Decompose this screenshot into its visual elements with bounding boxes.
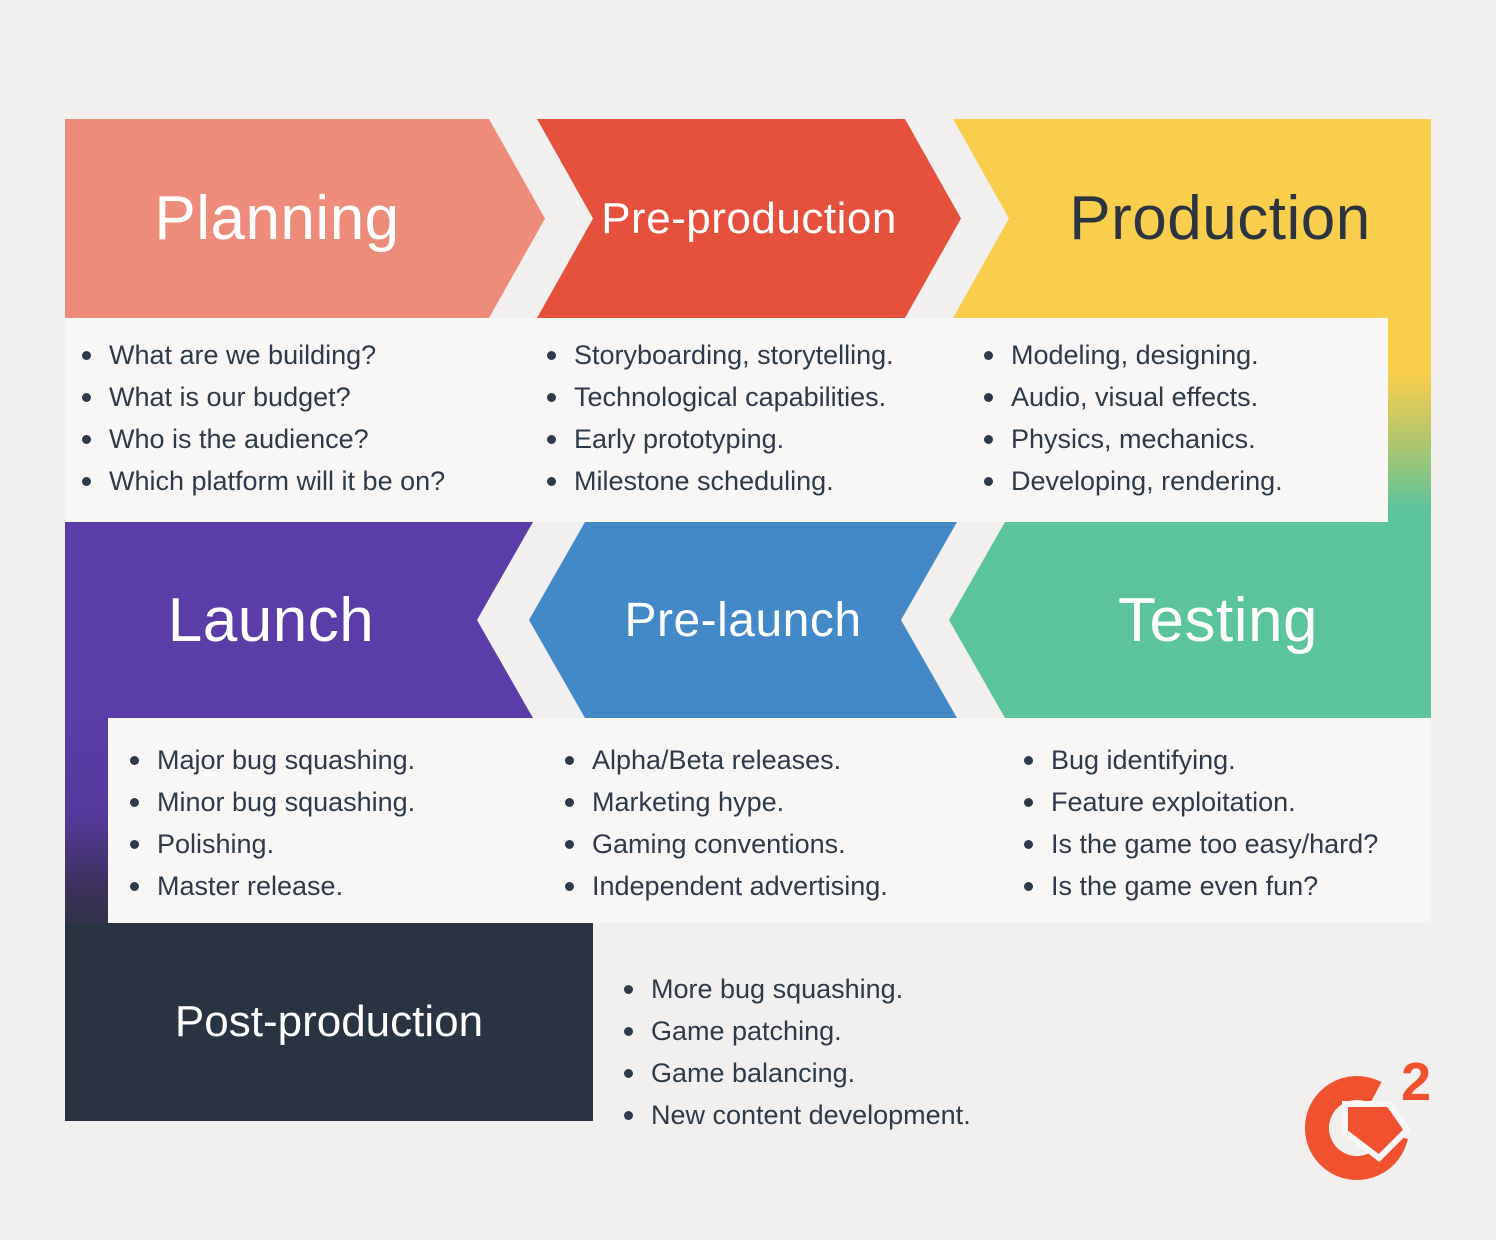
pre-launch-bullet-list: Alpha/Beta releases. Marketing hype. Gam… [563, 739, 888, 907]
pre-production-bullet-list: Storyboarding, storytelling. Technologic… [545, 334, 894, 502]
bullet-item: Independent advertising. [563, 865, 888, 907]
bullet-item: Game balancing. [622, 1052, 971, 1094]
row2-bullet-panel [107, 718, 1431, 923]
stage-title-planning: Planning [154, 184, 400, 253]
bullet-item: Game patching. [622, 1010, 971, 1052]
launch-bullet-list: Major bug squashing. Minor bug squashing… [128, 739, 415, 907]
stage-arrow-pre-launch: Pre-launch [529, 522, 957, 718]
bullet-item: Minor bug squashing. [128, 781, 415, 823]
bullet-item: What is our budget? [80, 376, 445, 418]
production-bullet-list: Modeling, designing. Audio, visual effec… [982, 334, 1283, 502]
bullet-item: Audio, visual effects. [982, 376, 1283, 418]
bullet-item: Master release. [128, 865, 415, 907]
stage-block-post-production: Post-production [65, 923, 593, 1121]
stage-arrow-production: Production [953, 119, 1431, 318]
connector-launch-to-postproduction [65, 714, 108, 954]
stage-title-pre-production: Pre-production [601, 193, 897, 243]
bullet-item: Modeling, designing. [982, 334, 1283, 376]
post-production-bullet-list: More bug squashing. Game patching. Game … [622, 968, 971, 1136]
bullet-item: Major bug squashing. [128, 739, 415, 781]
g2-logo: 2 [1295, 1050, 1445, 1200]
bullet-item: Is the game too easy/hard? [1022, 823, 1378, 865]
bullet-item: Early prototyping. [545, 418, 894, 460]
planning-bullet-list: What are we building? What is our budget… [80, 334, 445, 502]
bullet-item: Storyboarding, storytelling. [545, 334, 894, 376]
stage-title-production: Production [1069, 184, 1371, 253]
g2-logo-superscript: 2 [1401, 1052, 1431, 1112]
stage-arrow-launch: Launch [65, 522, 533, 718]
row1-bullet-panel [65, 318, 1388, 522]
stage-arrow-testing: Testing [949, 522, 1431, 718]
bullet-item: Physics, mechanics. [982, 418, 1283, 460]
stage-title-testing: Testing [1118, 585, 1318, 655]
bullet-item: Technological capabilities. [545, 376, 894, 418]
bullet-item: Feature exploitation. [1022, 781, 1378, 823]
bullet-item: Bug identifying. [1022, 739, 1378, 781]
bullet-item: Which platform will it be on? [80, 460, 445, 502]
bullet-item: Marketing hype. [563, 781, 888, 823]
bullet-item: Gaming conventions. [563, 823, 888, 865]
g2-logo-icon: 2 [1305, 1052, 1431, 1180]
connector-production-to-testing [1388, 314, 1431, 526]
stage-arrow-planning: Planning [65, 119, 545, 318]
bullet-item: Milestone scheduling. [545, 460, 894, 502]
stage-arrow-pre-production: Pre-production [537, 119, 961, 318]
stage-title-post-production: Post-production [174, 997, 484, 1046]
testing-bullet-list: Bug identifying. Feature exploitation. I… [1022, 739, 1378, 907]
stage-title-pre-launch: Pre-launch [624, 593, 862, 647]
bullet-item: More bug squashing. [622, 968, 971, 1010]
bullet-item: What are we building? [80, 334, 445, 376]
stage-title-launch: Launch [167, 585, 375, 655]
bullet-item: Is the game even fun? [1022, 865, 1378, 907]
bullet-item: Alpha/Beta releases. [563, 739, 888, 781]
bullet-item: Who is the audience? [80, 418, 445, 460]
bullet-item: Polishing. [128, 823, 415, 865]
bullet-item: New content development. [622, 1094, 971, 1136]
bullet-item: Developing, rendering. [982, 460, 1283, 502]
